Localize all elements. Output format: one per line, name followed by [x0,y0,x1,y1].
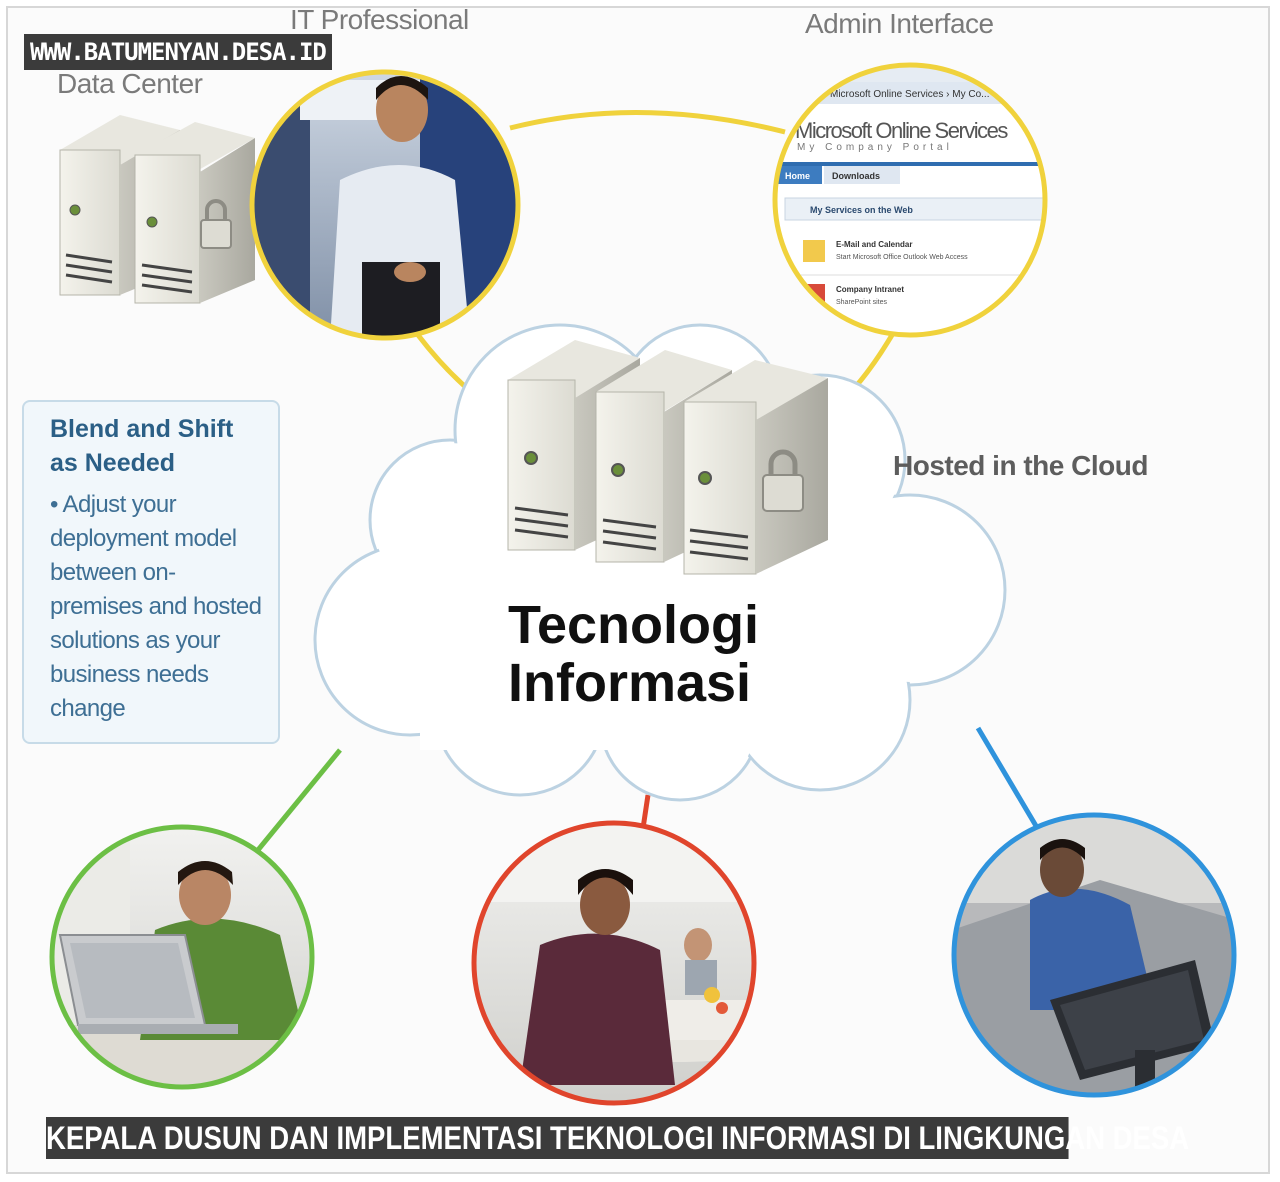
admin-breadcrumb: Microsoft Online Services › My Co... [830,89,989,100]
admin-section: My Services on the Web [810,205,913,215]
server-icon [683,360,828,575]
blend-box-title: Blend and Shift as Needed [50,415,234,477]
admin-item-1-sub: Start Microsoft Office Outlook Web Acces… [836,254,968,261]
watermark-url: WWW.BATUMENYAN.DESA.ID [24,34,332,70]
admin-interface-screen: Microsoft Online Services › My Co... Mic… [772,62,1048,338]
lock-icon [762,449,804,512]
blend-box-body: • Adjust your deployment model between o… [50,491,262,722]
label-it-professional: IT Professional [290,4,469,35]
cafe-user-photo [471,820,757,1106]
admin-tab-home: Home [785,171,810,181]
data-center-servers [59,115,255,304]
label-data-center: Data Center [57,68,203,99]
label-hosted-cloud: Hosted in the Cloud [893,450,1148,481]
cloud-servers [507,340,828,575]
server-icon [134,122,255,304]
caption-banner: KEPALA DUSUN DAN IMPLEMENTASI TEKNOLOGI … [46,1117,1189,1159]
it-professional-photo [249,69,521,341]
cloud-title-line-1: Tecnologi [508,595,759,655]
laptop-user-photo [49,824,315,1090]
admin-subtitle: My Company Portal [797,142,953,153]
label-admin-interface: Admin Interface [805,8,994,39]
admin-item-2-sub: SharePoint sites [836,299,887,306]
cloud-title-line-2: Informasi [508,653,752,713]
admin-tab-downloads: Downloads [832,171,880,181]
admin-brand: Microsoft Online Services [795,118,1008,143]
blend-and-shift-box: Blend and Shift as Needed • Adjust your … [22,400,280,744]
cloud-title: Tecnologi Informasi [508,596,838,712]
admin-item-1-title: E-Mail and Calendar [836,240,912,249]
monitor-user-photo [951,812,1237,1098]
admin-item-2-title: Company Intranet [836,285,904,294]
lock-icon [200,199,232,249]
